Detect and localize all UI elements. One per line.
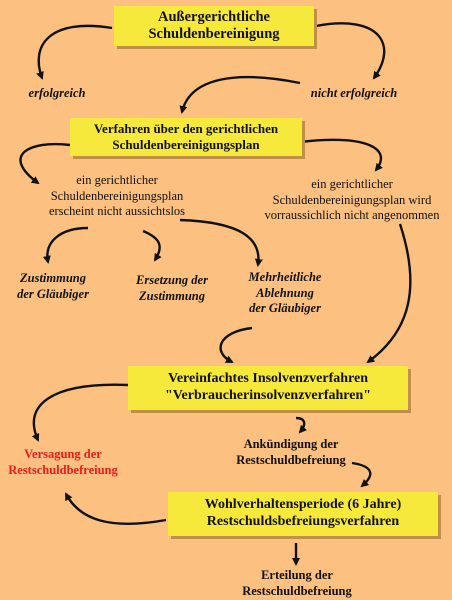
- node-line: Vereinfachtes Insolvenzverfahren: [168, 371, 368, 387]
- label-plan-nicht-aussichtslos: ein gerichtlicher Schuldenbereinigungspl…: [48, 173, 186, 219]
- label-ankuendigung-der-restschuldbefreiung: Ankündigung der Restschuldbefreiung: [236, 437, 346, 467]
- label-zustimmung-der-glaeubiger: Zustimmung der Gläubiger: [17, 271, 89, 301]
- arrow-angenommen-to-insolvenz: [366, 223, 412, 364]
- arrow-verfahren-to-angenommen: [299, 138, 383, 172]
- label-erteilung-der-restschuldbefreiung: Erteilung der Restschuldbefreiung: [242, 568, 352, 598]
- node-line: "Verbraucherinsolvenzverfahren": [164, 388, 372, 403]
- node-line: Schuldenbereinigung: [148, 26, 280, 42]
- arrow-insolvenz-to-ankuendigung: [295, 416, 307, 434]
- node-line: Verfahren über den gerichtlichen: [93, 121, 279, 137]
- label-erfolgreich: erfolgreich: [28, 86, 86, 100]
- node-line: Schuldenbereinigungsplan: [112, 137, 260, 152]
- arrow-insolvenz-to-versagung: [31, 383, 129, 442]
- node-line: Restschuldsbefreiungsverfahren: [206, 514, 400, 529]
- arrow-wohlverhalten-to-versagung: [64, 492, 167, 525]
- arrow-start-to-nicht-erfolgreich: [315, 22, 386, 80]
- node-wohlverhaltensperiode: Wohlverhaltensperiode (6 Jahre) Restschu…: [168, 492, 438, 536]
- node-aussergerichtliche-schuldenbereinigung: Außergerichtliche Schuldenbereinigung: [114, 6, 314, 46]
- node-verfahren-gerichtlicher-plan: Verfahren über den gerichtlichen Schulde…: [70, 118, 302, 156]
- arrow-nicht-erfolgreich-to-verfahren: [179, 75, 301, 114]
- arrow-ablehnung-to-insolvenz: [219, 326, 253, 364]
- arrow-start-to-erfolgreich: [36, 24, 113, 80]
- arrow-aussichtslos-to-ablehnung: [179, 218, 263, 267]
- node-line: Außergerichtliche: [158, 8, 270, 25]
- label-plan-nicht-angenommen: ein gerichtlicher Schuldenbereinigungspl…: [264, 177, 440, 223]
- label-ersetzung-der-zustimmung: Ersetzung der Zustimmung: [136, 273, 208, 303]
- arrow-aussichtslos-to-ersetzung: [142, 229, 162, 262]
- label-nicht-erfolgreich: nicht erfolgreich: [310, 86, 398, 100]
- arrow-aussichtslos-to-zustimmung: [42, 226, 89, 264]
- node-line: Wohlverhaltensperiode (6 Jahre): [204, 497, 402, 513]
- node-vereinfachtes-insolvenzverfahren: Vereinfachtes Insolvenzverfahren "Verbra…: [128, 366, 408, 410]
- label-mehrheitliche-ablehnung: Mehrheitliche Ablehnung der Gläubiger: [248, 270, 322, 316]
- label-versagung-der-restschuldbefreiung: Versagung der Restschuldbefreiung: [8, 447, 118, 477]
